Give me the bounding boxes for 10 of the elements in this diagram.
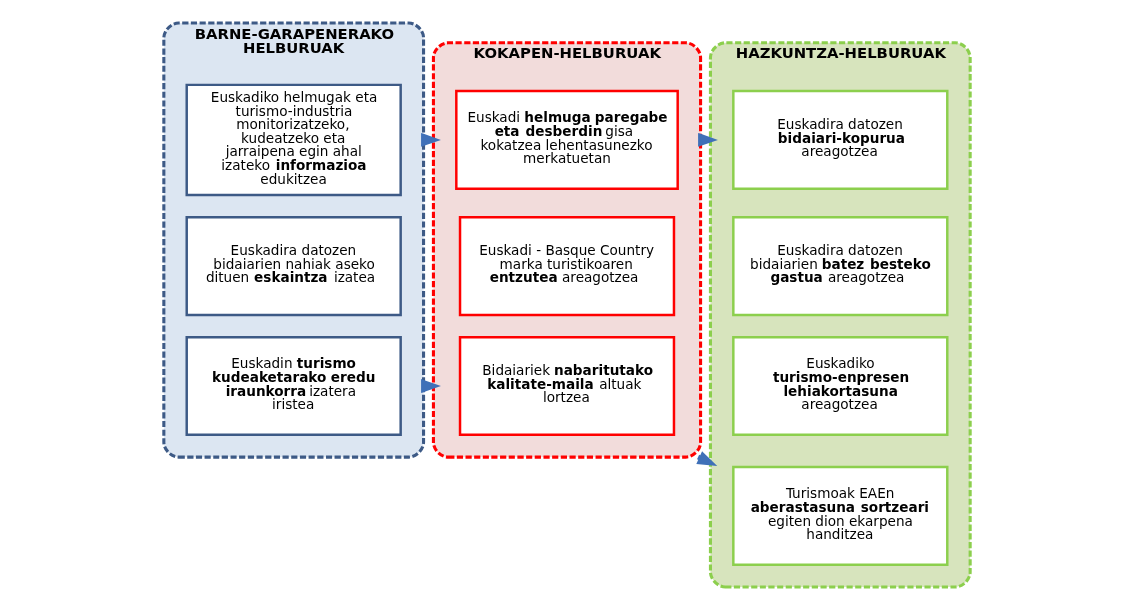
node-box: Euskadiko helmugak eta turismo-industria monitorizatzeko, kudeatzeko eta jarraipena egin ahal izateko informazioa edukitzea [185,83,402,197]
node-box: Euskadira datozen bidaiari-kopurua areagotzea [732,89,949,190]
node-box: Euskadira datozen bidaiarien batez besteko gastua areagotzea [732,215,949,317]
node-box: Euskadiko turismo-enpresen lehiakortasuna areagotzea [732,335,949,437]
node-box: Euskadira datozen bidaiarien nahiak aseko dituen eskaintza izatea [185,215,402,317]
node-box: Euskadin turismo kudeaketarako eredu iraunkorra izatera iristea [185,335,402,437]
node-box: Euskadi - Basque Country marka turistikoaren entzutea areagotzea [458,215,676,317]
node-box: Turismoak EAEn aberastasuna sortzeari egiten dion ekarpena handitzea [732,465,949,566]
node-box: Bidaiariek nabaritutako kalitate-maila altuak lortzea [458,335,676,437]
node-box: Euskadi helmuga paregabe eta desberdin gisa kokatzea lehentasunezko merkatuetan [455,89,679,190]
